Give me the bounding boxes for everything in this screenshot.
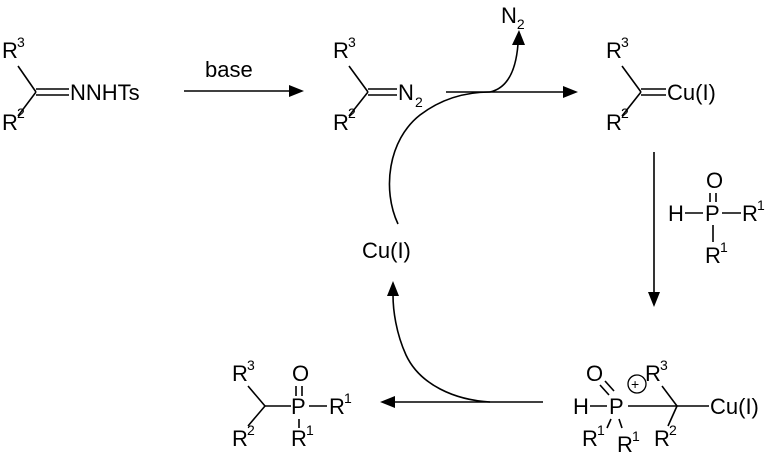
carbene-r3-superscript: 3 xyxy=(621,34,629,50)
product-o: O xyxy=(292,361,309,386)
copper-carbene-structure: R 3 R 2 Cu(I) xyxy=(606,34,716,135)
phosphine-oxide-r1-superscript: 1 xyxy=(757,197,765,213)
product-p: P xyxy=(291,394,306,419)
phosphine-oxide-r1-lower-superscript: 1 xyxy=(720,239,728,255)
ylide-r1b: R xyxy=(617,432,633,457)
ylide-r3: R xyxy=(645,361,661,386)
base-arrowhead xyxy=(289,85,304,97)
product-release-arrowhead xyxy=(380,396,395,408)
cycle-upper-curve xyxy=(388,91,491,225)
phosphine-oxide-o: O xyxy=(706,168,723,193)
product-r3-superscript: 3 xyxy=(247,357,255,373)
hydrazone-group: NNHTs xyxy=(70,80,140,105)
diazo-structure: R 3 R 2 N 2 xyxy=(333,34,423,135)
hydrazone-r2-bond xyxy=(17,91,37,117)
hydrazone-r2: R xyxy=(2,110,18,135)
ylide-r3-bond xyxy=(661,385,678,407)
carbene-r3: R xyxy=(606,38,622,63)
n2-release-arrowhead xyxy=(512,30,525,45)
product-r1: R xyxy=(329,394,345,419)
product-r3: R xyxy=(232,361,248,386)
diazo-r3-superscript: 3 xyxy=(348,34,356,50)
ylide-metal: Cu(I) xyxy=(710,394,759,419)
carbene-r2-bond xyxy=(621,91,642,117)
ylide-r2-superscript: 2 xyxy=(669,422,677,438)
product-r2-superscript: 2 xyxy=(247,422,255,438)
ylide-po-bond-a xyxy=(599,384,610,396)
phosphine-oxide-r1: R xyxy=(742,201,758,226)
product-r3-bond xyxy=(247,385,266,407)
carbene-r3-bond xyxy=(621,65,642,93)
diazo-n: N xyxy=(398,80,414,105)
ylide-r3-superscript: 3 xyxy=(660,357,668,373)
positive-charge-icon xyxy=(627,374,647,394)
phosphine-oxide-h: H xyxy=(668,201,684,226)
n2-release-arrow xyxy=(489,43,519,93)
diazo-r3-bond xyxy=(348,65,369,93)
diazo-r2-bond xyxy=(348,91,369,117)
cycle-lower-arrowhead xyxy=(387,281,399,296)
ylide-intermediate-structure: O H P + R 3 Cu(I) R 2 R 1 R 1 xyxy=(573,357,759,457)
ylide-h: H xyxy=(573,394,589,419)
diazo-n-subscript: 2 xyxy=(415,94,423,110)
ylide-r1b-bond xyxy=(618,418,623,429)
product-r1-superscript: 1 xyxy=(344,390,352,406)
n2-label: N2 xyxy=(501,3,525,32)
phosphine-oxide-p: P xyxy=(705,201,720,226)
ylide-p: P xyxy=(609,394,624,419)
product-r1-lower-superscript: 1 xyxy=(306,422,314,438)
product-r1-lower: R xyxy=(291,426,307,451)
carbene-formation-arrowhead xyxy=(563,86,578,98)
product-r2-bond xyxy=(247,405,266,427)
ylide-o: O xyxy=(586,361,603,386)
catalyst-label: Cu(I) xyxy=(362,238,411,263)
phosphine-oxide-r1-lower: R xyxy=(705,243,721,268)
base-label: base xyxy=(205,57,253,82)
cycle-lower-curve xyxy=(392,294,491,403)
ylide-r1a: R xyxy=(582,426,598,451)
hydrazone-r3-superscript: 3 xyxy=(17,34,25,50)
diazo-r3: R xyxy=(333,38,349,63)
ylide-r2-bond xyxy=(667,405,678,427)
hydrazone-r3: R xyxy=(2,38,18,63)
ylide-r2: R xyxy=(654,426,670,451)
carbene-metal: Cu(I) xyxy=(667,80,716,105)
product-r2: R xyxy=(232,426,248,451)
ylide-charge: + xyxy=(631,376,639,392)
phosphine-oxide-structure: O H P R 1 R 1 xyxy=(668,168,765,268)
diazo-r2: R xyxy=(333,110,349,135)
ylide-r1b-superscript: 1 xyxy=(632,428,640,444)
ylide-r1a-bond xyxy=(606,418,612,429)
hydrazone-structure: R 3 R 2 NNHTs xyxy=(2,34,140,135)
product-structure: R 3 R 2 P O R 1 R 1 xyxy=(232,357,352,451)
carbene-r2: R xyxy=(606,110,622,135)
hydrazone-r3-bond xyxy=(17,65,37,93)
ylide-r1a-superscript: 1 xyxy=(597,422,605,438)
ylide-po-bond-b xyxy=(604,380,615,392)
insertion-arrowhead xyxy=(648,292,660,307)
